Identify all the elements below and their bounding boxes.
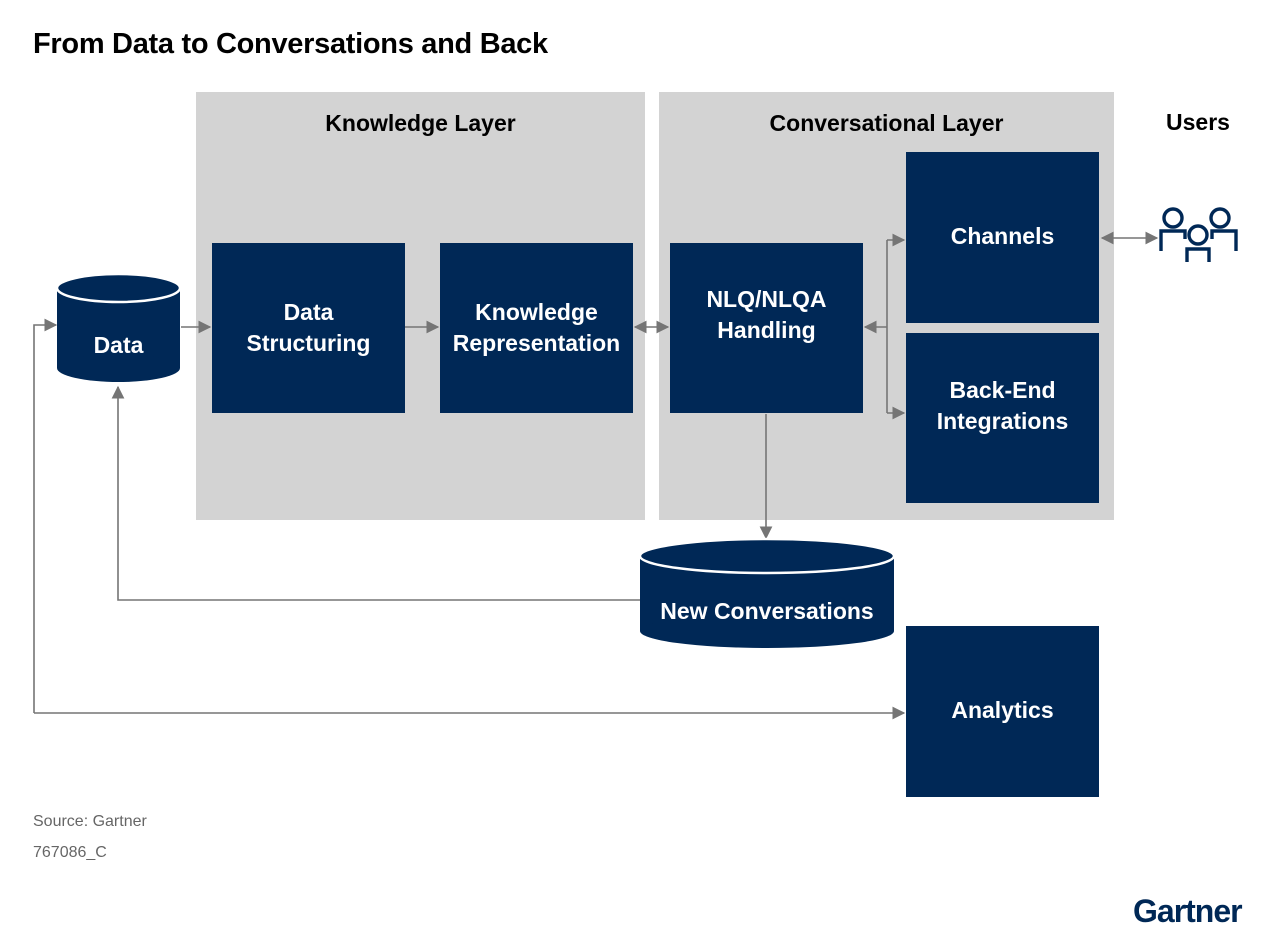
arrow-newconv-to-data	[111, 385, 640, 601]
conversational-layer-title: Conversational Layer	[769, 110, 1004, 136]
users-group-icon	[1159, 207, 1238, 262]
data-structuring-box: Data Structuring	[212, 243, 405, 413]
nlq-handling-box: NLQ/NLQA Handling	[670, 243, 863, 413]
figure-id: 767086_C	[33, 844, 107, 861]
backend-integrations-box: Back-End Integrations	[906, 333, 1099, 503]
arrow-loop-to-data	[33, 318, 58, 713]
diagram-title: From Data to Conversations and Back	[33, 28, 548, 60]
gartner-logo: Gartner	[1133, 893, 1243, 929]
data-node-label: Data	[93, 332, 144, 358]
source-note: Source: Gartner	[33, 813, 147, 830]
users-title: Users	[1166, 109, 1230, 135]
channels-box: Channels	[906, 152, 1099, 323]
knowledge-representation-box: Knowledge Representation	[440, 243, 633, 413]
data-cylinder	[55, 272, 182, 382]
knowledge-layer-title: Knowledge Layer	[325, 110, 516, 136]
new-conversations-label: New Conversations	[660, 598, 874, 624]
new-conversations-cylinder	[638, 537, 896, 648]
analytics-box: Analytics	[906, 626, 1099, 797]
